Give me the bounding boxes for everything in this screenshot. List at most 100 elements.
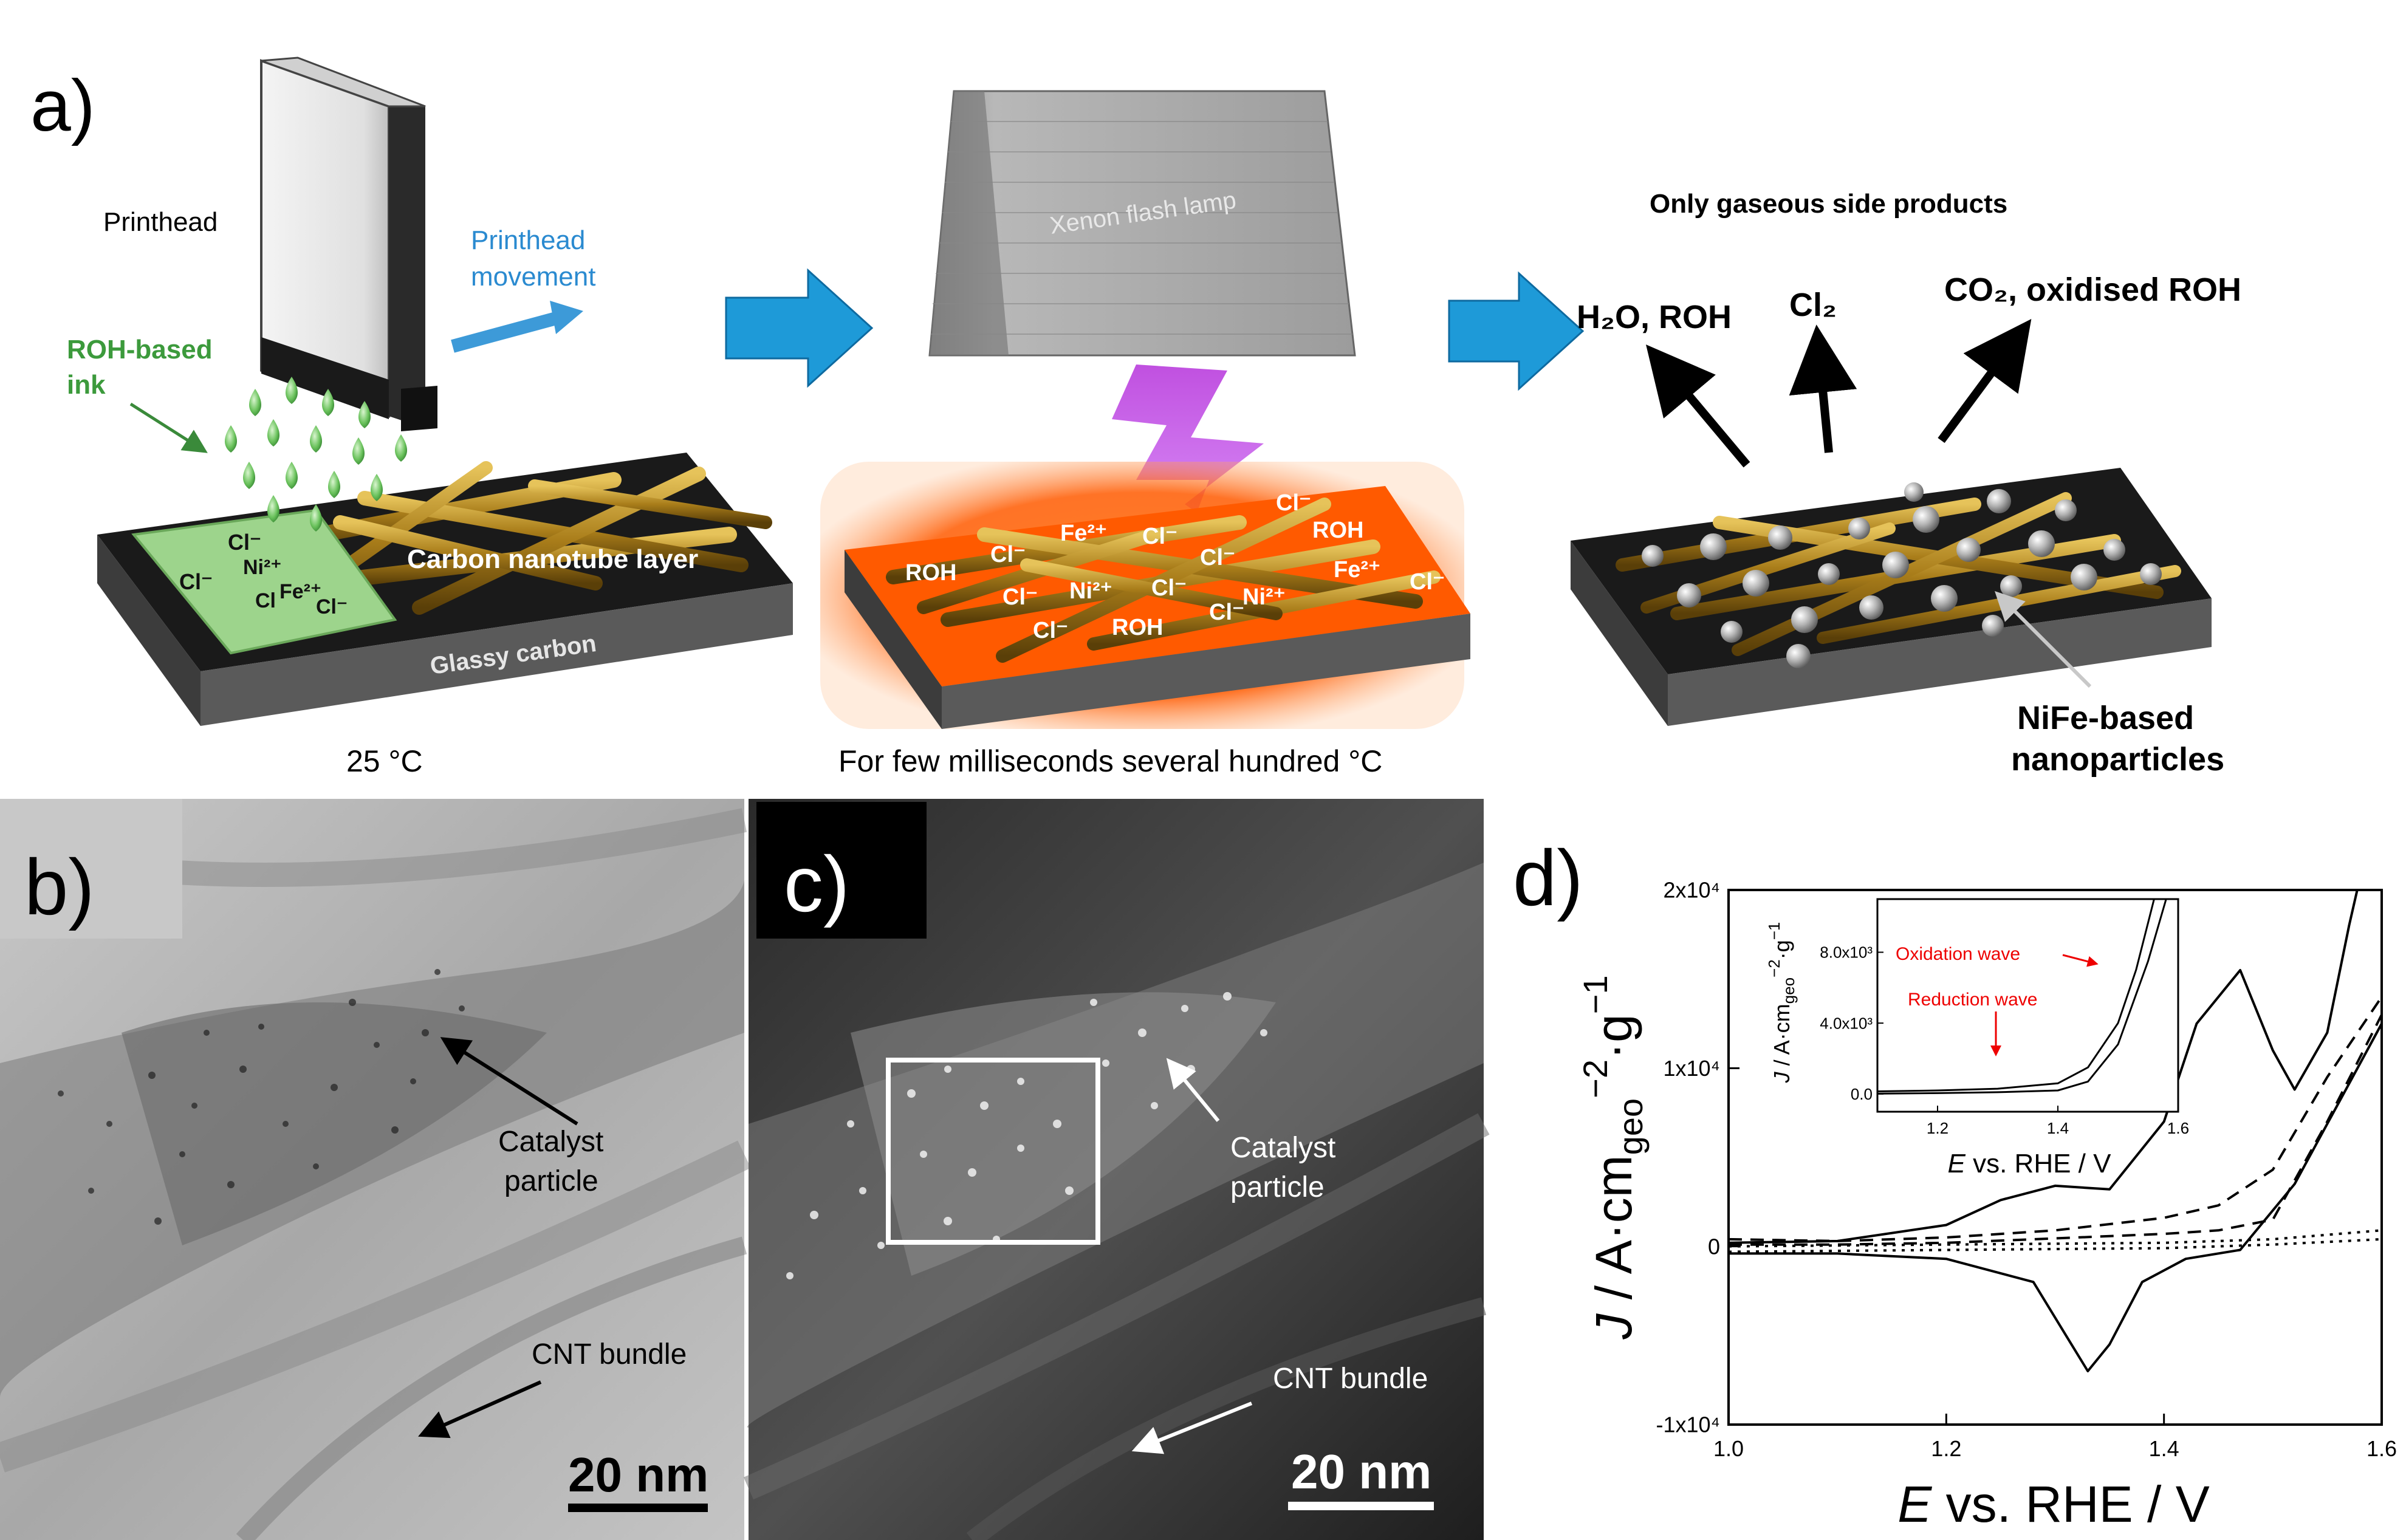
catalyst-arrow bbox=[440, 1037, 578, 1126]
series-line-solid bbox=[1729, 890, 2359, 1244]
y-tick-label: 0 bbox=[1708, 1234, 1720, 1259]
species-label: Cl⁻ bbox=[1200, 545, 1235, 570]
species-label: Cl⁻ bbox=[1410, 569, 1445, 595]
species-label: Cl⁻ bbox=[1276, 490, 1311, 516]
product-arrow bbox=[1646, 344, 1750, 468]
scale-bar bbox=[568, 1504, 708, 1512]
process-arrow-2 bbox=[1448, 271, 1585, 391]
y-tick-label: -1x10⁴ bbox=[1656, 1412, 1720, 1437]
ink-arrow bbox=[129, 402, 208, 453]
main-x-axis-label: E vs. RHE / V bbox=[1897, 1476, 2209, 1533]
process-arrow-1 bbox=[725, 268, 874, 388]
scale-label: 20 nm bbox=[1291, 1445, 1431, 1499]
series-line-solid bbox=[1877, 899, 2167, 1095]
catalyst-label: Catalyst bbox=[498, 1126, 603, 1158]
y-tick-label: 2x10⁴ bbox=[1663, 878, 1720, 903]
main-y-axis-label: J / A·cmgeo−2·g−1 bbox=[1576, 975, 1650, 1340]
reduction-wave-label: Reduction wave bbox=[1908, 990, 2037, 1010]
ion-label: Ni²⁺ bbox=[243, 556, 281, 579]
y-tick-label: 0.0 bbox=[1851, 1085, 1873, 1103]
catalyst-label: particle bbox=[504, 1165, 598, 1197]
inset-y-axis-label: J / A·cmgeo−2·g−1 bbox=[1765, 922, 1798, 1084]
cnt-layer-label: Carbon nanotube layer bbox=[407, 544, 698, 574]
species-label: ROH bbox=[1312, 518, 1363, 543]
printhead-movement-arrowhead bbox=[550, 301, 583, 334]
species-label: Fe²⁺ bbox=[1334, 557, 1380, 583]
xenon-lamp bbox=[928, 90, 1356, 357]
side-products-header: Only gaseous side products bbox=[1650, 189, 2007, 219]
panel-c: c) Catalyst particle CNT bundle 20 nm bbox=[743, 799, 1490, 1540]
species-label: Cl⁻ bbox=[1209, 600, 1244, 625]
main-chart: 1.0 1.2 1.4 1.6 -1x10⁴ 0 1x10⁴ 2x10⁴ E vs. RHE … bbox=[1576, 878, 2397, 1533]
cnt-layer-2 bbox=[886, 498, 1441, 663]
product-label: H₂O, ROH bbox=[1577, 299, 1732, 335]
species-label: Cl⁻ bbox=[1151, 575, 1187, 601]
species-label: Ni²⁺ bbox=[1069, 578, 1112, 604]
species-label: Cl⁻ bbox=[1142, 524, 1177, 549]
ink-label: ink bbox=[67, 370, 106, 400]
panel-c-label: c) bbox=[784, 840, 849, 928]
printhead-label: Printhead bbox=[103, 207, 218, 237]
catalyst-label: particle bbox=[1230, 1171, 1325, 1203]
species-label: Fe²⁺ bbox=[1060, 521, 1107, 546]
ion-label: Cl⁻ bbox=[228, 530, 261, 555]
nanoparticles bbox=[1642, 482, 2162, 668]
printhead-movement-arrow bbox=[451, 309, 567, 353]
step2-caption: For few milliseconds several hundred °C bbox=[838, 744, 1382, 778]
species-label: Ni²⁺ bbox=[1242, 584, 1286, 610]
lamp-stripes bbox=[931, 121, 1352, 335]
series-line-solid bbox=[1729, 1023, 2382, 1372]
movement-label: Printhead bbox=[471, 225, 585, 255]
species-label: ROH bbox=[1112, 615, 1163, 640]
y-tick-label: 8.0x10³ bbox=[1820, 943, 1873, 962]
series-line-solid bbox=[1877, 899, 2155, 1092]
panel-b: b) Catalyst particle CNT bundle 20 nm bbox=[0, 799, 751, 1540]
product-arrow bbox=[1789, 324, 1857, 453]
inset-x-axis-label: E vs. RHE / V bbox=[1948, 1149, 2112, 1179]
movement-label: movement bbox=[471, 262, 595, 292]
cnt-arrow bbox=[418, 1380, 542, 1439]
inset-plot-frame bbox=[1876, 898, 2179, 1113]
species-labels: Cl⁻ Fe²⁺ Cl⁻ ROH Cl⁻ Cl⁻ ROH Cl⁻ Ni²⁺ Cl… bbox=[905, 490, 1445, 643]
nanoparticle-arrow bbox=[1995, 591, 2092, 688]
printhead bbox=[260, 56, 437, 431]
product-label: CO₂, oxidised ROH bbox=[1944, 272, 2241, 308]
nanoparticle-label: nanoparticles bbox=[2011, 741, 2224, 778]
x-tick-label: 1.6 bbox=[2167, 1119, 2189, 1137]
ion-label: Cl⁻ bbox=[316, 595, 348, 618]
x-tick-label: 1.6 bbox=[2367, 1436, 2397, 1461]
product-arrow bbox=[1938, 319, 2032, 443]
ion-label: Cl⁻ bbox=[179, 569, 213, 594]
x-tick-label: 1.2 bbox=[1927, 1119, 1948, 1137]
ion-label: Cl bbox=[255, 589, 276, 612]
panel-a-label: a) bbox=[30, 65, 95, 146]
x-tick-label: 1.4 bbox=[2149, 1436, 2179, 1461]
species-label: Cl⁻ bbox=[1033, 618, 1068, 643]
x-tick-label: 1.4 bbox=[2047, 1119, 2069, 1137]
cnt-label: CNT bundle bbox=[1273, 1363, 1428, 1395]
species-label: ROH bbox=[905, 560, 956, 586]
scale-label: 20 nm bbox=[568, 1448, 708, 1502]
temperature-label: 25 °C bbox=[346, 744, 423, 778]
scale-bar bbox=[1288, 1502, 1434, 1510]
panel-c-label-bg bbox=[756, 802, 927, 939]
oxidation-wave-arrow bbox=[2062, 954, 2099, 967]
panel-a: a) Cl⁻ Cl⁻ Ni²⁺ Fe²⁺ Cl Cl⁻ Carbon nanot… bbox=[30, 56, 2241, 778]
cnt-arrow bbox=[1131, 1401, 1253, 1454]
species-label: Cl⁻ bbox=[1002, 584, 1038, 610]
y-tick-label: 1x10⁴ bbox=[1663, 1056, 1720, 1081]
oxidation-wave-label: Oxidation wave bbox=[1896, 944, 2020, 964]
x-tick-label: 1.0 bbox=[1713, 1436, 1744, 1461]
panel-b-label-bg bbox=[0, 799, 182, 939]
x-tick-label: 1.2 bbox=[1931, 1436, 1961, 1461]
zoom-box bbox=[886, 1058, 1100, 1245]
series-line-dashed bbox=[1729, 1014, 2382, 1246]
ink-droplets bbox=[225, 377, 407, 532]
product-label: Cl₂ bbox=[1789, 287, 1837, 323]
catalyst-arrow bbox=[1166, 1058, 1220, 1122]
panel-b-label: b) bbox=[24, 843, 95, 931]
catalyst-label: Catalyst bbox=[1230, 1132, 1335, 1164]
